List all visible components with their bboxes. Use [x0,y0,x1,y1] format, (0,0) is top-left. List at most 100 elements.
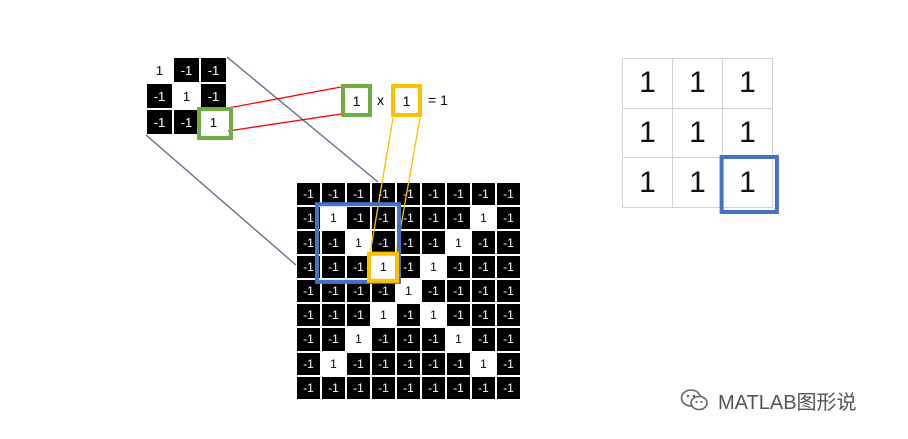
image-cell: -1 [346,351,371,376]
image-cell: -1 [396,303,421,328]
image-cell: -1 [471,278,496,304]
image-cell: -1 [496,182,521,207]
image-cell: -1 [471,254,496,279]
image-cell: -1 [346,182,371,207]
filter-cell: 1 [173,83,200,109]
equation-image-value: 1 [391,84,422,117]
image-cell: 1 [371,303,396,328]
image-cell: -1 [496,303,521,328]
image-cell: -1 [371,278,396,304]
result-cell: 1 [673,108,723,159]
image-cell: -1 [346,303,371,328]
image-cell: -1 [471,327,496,352]
image-cell: 1 [471,206,496,231]
filter-cell: -1 [200,83,227,109]
image-cell: -1 [421,206,446,231]
image-cell: -1 [296,254,321,279]
image-cell: -1 [396,375,421,400]
image-cell: -1 [396,351,421,376]
image-cell: -1 [396,182,421,207]
image-cell: -1 [446,254,471,279]
image-cell: -1 [421,327,446,352]
image-cell: -1 [321,278,346,304]
image-cell: 1 [346,327,371,352]
image-cell: -1 [371,327,396,352]
result-cell: 1 [673,158,723,208]
image-cell: -1 [446,278,471,304]
image-cell: 1 [421,303,446,328]
watermark-text: MATLAB图形说 [718,391,857,414]
filter-cell: 1 [146,57,173,83]
image-cell: -1 [321,375,346,400]
image-cell: -1 [446,303,471,328]
image-cell: -1 [346,206,371,231]
image-cell: 1 [321,206,346,231]
filter-cell: -1 [146,109,173,135]
result-cell: 1 [623,108,673,159]
image-cell: 1 [446,327,471,352]
filter-cell: -1 [200,57,227,83]
filter-cell: -1 [146,83,173,109]
image-cell: -1 [296,375,321,400]
image-cell: -1 [396,206,421,231]
image-cell: -1 [496,327,521,352]
image-cell: -1 [471,230,496,255]
result-cell: 1 [623,59,673,109]
image-cell: -1 [371,351,396,376]
equation-filter-value: 1 [341,84,372,117]
watermark: MATLAB图形说 [680,386,857,414]
image-cell: -1 [346,254,371,279]
image-cell: 1 [321,351,346,376]
image-cell: -1 [421,278,446,304]
image-cell: -1 [496,230,521,255]
result-cell: 1 [723,59,773,109]
image-cell: -1 [421,375,446,400]
image-cell: 1 [421,254,446,279]
image-cell: -1 [296,327,321,352]
image-cell: -1 [321,182,346,207]
filter-cell: -1 [173,109,200,135]
image-cell: -1 [421,230,446,255]
result-cell: 1 [723,108,773,159]
image-cell: -1 [321,230,346,255]
image-cell: -1 [296,351,321,376]
image-cell: -1 [296,230,321,255]
filter-cell: -1 [173,57,200,83]
image-cell: 1 [446,230,471,255]
image-cell: -1 [371,375,396,400]
image-cell: -1 [346,278,371,304]
image-cell: -1 [371,230,396,255]
image-cell: -1 [371,206,396,231]
image-cell: -1 [446,206,471,231]
product-line-bottom [227,113,342,132]
image-cell: 1 [396,278,421,304]
image-cell: 1 [371,254,396,279]
image-cell: -1 [296,303,321,328]
image-cell: -1 [296,278,321,304]
image-cell: -1 [446,351,471,376]
image-cell: -1 [296,206,321,231]
image-cell: -1 [471,303,496,328]
image-cell: -1 [446,182,471,207]
image-cell: -1 [321,327,346,352]
image-cell: -1 [496,206,521,231]
image-cell: -1 [371,182,396,207]
image-cell: -1 [396,327,421,352]
image-cell: -1 [321,254,346,279]
image-cell: -1 [396,230,421,255]
image-cell: -1 [421,351,446,376]
image-cell: -1 [296,182,321,207]
image-cell: -1 [471,375,496,400]
product-line-top [227,86,342,109]
image-cell: -1 [446,375,471,400]
image-cell: -1 [496,351,521,376]
wechat-icon [680,389,708,411]
image-cell: -1 [321,303,346,328]
image-cell: -1 [496,278,521,304]
image-cell: -1 [471,182,496,207]
equation-times-sign: x [377,92,384,108]
connector-line-bottom [145,134,297,266]
